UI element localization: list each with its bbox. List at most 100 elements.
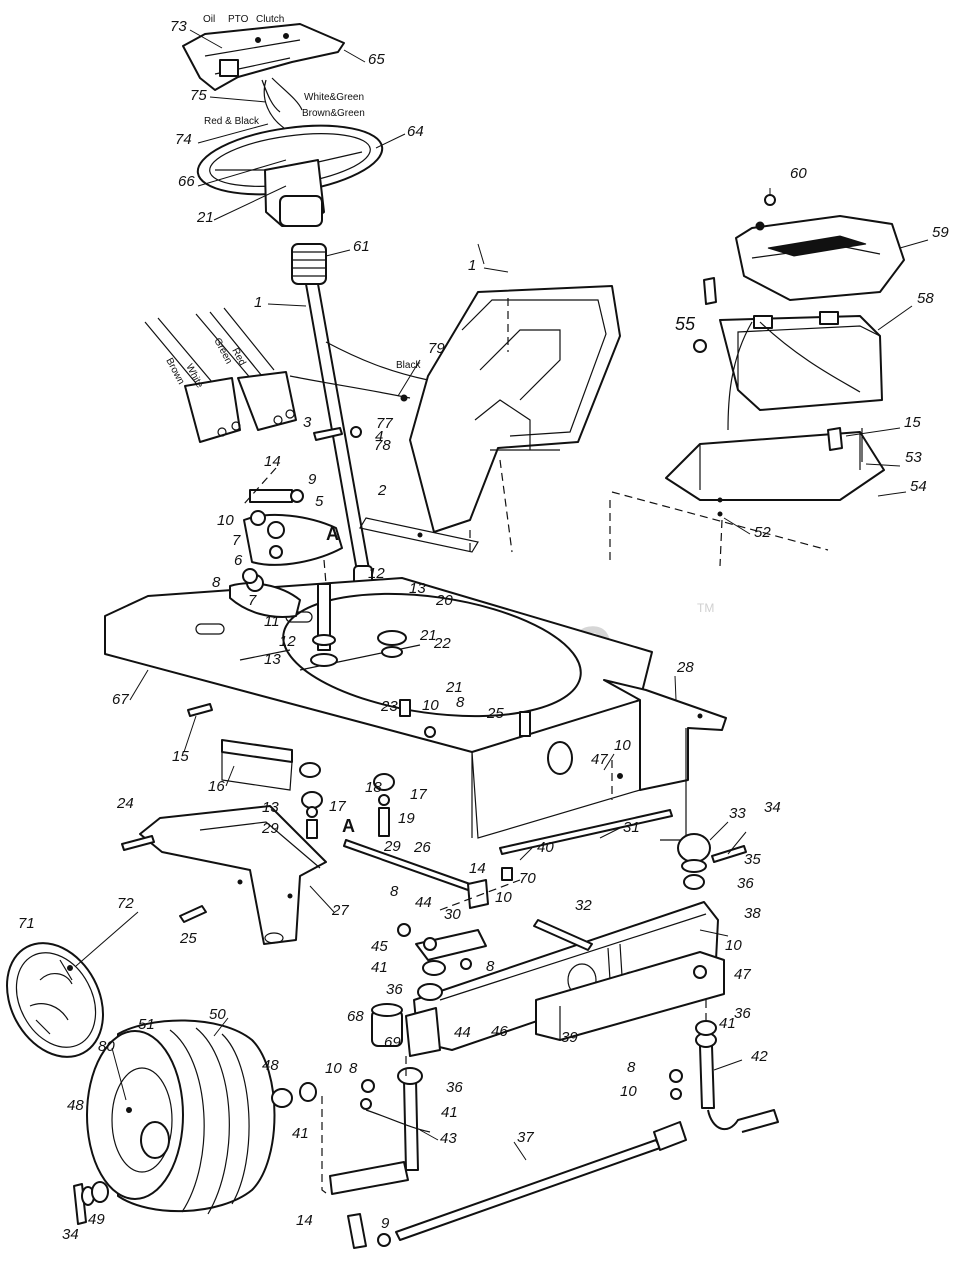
wire-label-red-black: Red & Black: [204, 116, 260, 127]
seat-assembly: [359, 285, 829, 553]
part-callout-41: 41: [441, 1104, 458, 1121]
part-callout-34: 34: [62, 1226, 79, 1243]
part-callout-24: 24: [116, 795, 134, 812]
part-callout-5: 5: [315, 493, 324, 510]
steering-pin: [249, 489, 293, 503]
assembly-lines: [243, 467, 707, 1197]
nut-10-frame: [424, 726, 436, 738]
part-callout-13: 13: [409, 580, 426, 597]
part-callout-16: 16: [208, 778, 225, 795]
part-callout-30: 30: [444, 906, 461, 923]
bolt-25-frame: [519, 711, 531, 737]
part-callout-26: 26: [413, 839, 431, 856]
part-callout-44: 44: [454, 1024, 471, 1041]
part-callout-8: 8: [486, 958, 495, 975]
part-callout-1: 1: [468, 257, 476, 274]
bolt-29b: [378, 807, 390, 837]
nut-10-axle: [693, 965, 707, 979]
part-callout-59: 59: [932, 224, 949, 241]
nut-10-spindle: [360, 1098, 372, 1110]
part-callout-50: 50: [209, 1006, 226, 1023]
callout-letter-a-bottom: A: [342, 816, 355, 836]
part-callout-48: 48: [262, 1057, 279, 1074]
part-callout-1: 1: [254, 294, 262, 311]
part-callout-47: 47: [591, 751, 608, 768]
part-callout-2: 2: [377, 482, 387, 499]
bushing-36-top: [683, 874, 705, 890]
part-callout-20: 20: [435, 592, 453, 609]
part-callout-54: 54: [910, 478, 927, 495]
part-callout-73: 73: [170, 18, 187, 35]
clip-70: [501, 867, 513, 881]
part-callout-41: 41: [719, 1015, 736, 1032]
part-callout-75: 75: [190, 87, 207, 104]
part-callout-7: 7: [248, 592, 257, 609]
part-callout-8: 8: [349, 1060, 358, 1077]
bolt-3: [313, 427, 343, 441]
part-callout-8: 8: [390, 883, 399, 900]
bolt-55: [703, 277, 717, 305]
part-callout-77: 77: [376, 415, 393, 432]
washer-35: [681, 859, 707, 873]
bearing-48-inner: [271, 1088, 293, 1108]
part-callout-41: 41: [371, 959, 388, 976]
part-callout-33: 33: [729, 805, 746, 822]
part-callout-13: 13: [262, 799, 279, 816]
front-rail: [221, 739, 321, 791]
dash-wires: [261, 77, 303, 129]
part-callout-9: 9: [381, 1215, 390, 1232]
part-callout-72: 72: [117, 895, 134, 912]
part-callout-45: 45: [371, 938, 388, 955]
part-callout-41: 41: [292, 1125, 309, 1142]
part-callout-40: 40: [537, 839, 554, 856]
wire-label-brown: Brown: [163, 356, 186, 386]
part-callout-10: 10: [614, 737, 631, 754]
steering-gear-plate: [229, 514, 343, 618]
part-callout-10: 10: [217, 512, 234, 529]
washer-17a: [306, 806, 318, 818]
callout-letter-a-top: A: [326, 524, 339, 544]
wire-label-clutch: Clutch: [256, 14, 284, 25]
part-callout-51: 51: [138, 1016, 155, 1033]
part-callout-10: 10: [422, 697, 439, 714]
part-callout-67: 67: [112, 691, 129, 708]
part-callout-37: 37: [517, 1129, 534, 1146]
hub-cap: [6, 942, 104, 1058]
part-callout-10: 10: [725, 937, 742, 954]
nut-8-top: [242, 568, 258, 584]
wire-label-pto: PTO: [228, 14, 249, 25]
part-callout-65: 65: [368, 51, 385, 68]
main-frame: [104, 577, 653, 839]
spindle-bushing-68: [371, 1003, 403, 1047]
part-callout-10: 10: [495, 889, 512, 906]
part-callout-49: 49: [88, 1211, 105, 1228]
bolt-15-tray: [827, 427, 843, 451]
part-callout-10: 10: [620, 1083, 637, 1100]
wire-label-white-green: White&Green: [304, 92, 364, 103]
bushing-20: [377, 630, 407, 646]
nut-8-right: [669, 1069, 683, 1083]
part-callout-80: 80: [98, 1038, 115, 1055]
tie-rod: [395, 1139, 661, 1241]
part-callout-42: 42: [751, 1048, 768, 1065]
part-callout-13: 13: [264, 651, 281, 668]
part-callout-9: 9: [308, 471, 317, 488]
frame-rod-31: [499, 809, 673, 855]
right-spindle: [695, 1032, 779, 1133]
part-callout-8: 8: [456, 694, 465, 711]
axle-end: [405, 1007, 441, 1057]
part-callout-23: 23: [380, 698, 398, 715]
part-callout-11: 11: [264, 613, 280, 630]
part-callout-17: 17: [329, 798, 346, 815]
part-callout-21: 21: [419, 627, 437, 644]
bolt-29a: [306, 819, 318, 839]
bearing-48-outer: [91, 1181, 109, 1203]
part-callout-78: 78: [374, 437, 391, 454]
spacer-18: [373, 773, 395, 791]
wire-label-oil: Oil: [203, 14, 215, 25]
part-callout-69: 69: [384, 1034, 401, 1051]
part-callout-18: 18: [365, 779, 382, 796]
part-callout-66: 66: [178, 173, 195, 190]
part-callout-38: 38: [744, 905, 761, 922]
wire-label-brown-green: Brown&Green: [302, 108, 365, 119]
